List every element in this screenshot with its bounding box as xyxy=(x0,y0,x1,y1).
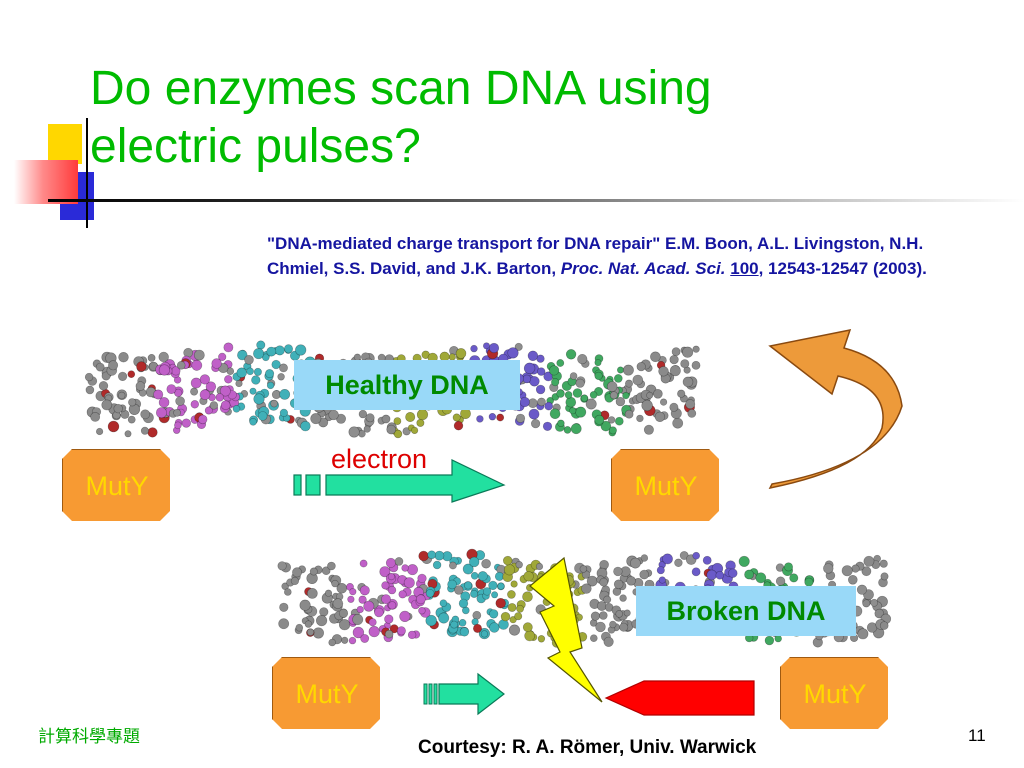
muty-label: MutY xyxy=(634,471,698,501)
return-arrow-red xyxy=(604,680,755,716)
broken-dna-label: Broken DNA xyxy=(636,586,856,636)
title-line-1: Do enzymes scan DNA using xyxy=(90,62,712,115)
muty-box-bottom-right: MutY xyxy=(780,657,888,729)
curved-return-arrow xyxy=(768,329,903,490)
electron-text: electron xyxy=(331,444,428,474)
citation: "DNA-mediated charge transport for DNA r… xyxy=(267,231,987,281)
electron-arrow-bottom xyxy=(423,672,505,716)
citation-journal: Proc. Nat. Acad. Sci. xyxy=(560,259,726,278)
lightning-bolt-icon xyxy=(529,556,603,703)
muty-label: MutY xyxy=(803,679,867,709)
page-number: 11 xyxy=(968,726,986,745)
citation-text: "DNA-mediated charge transport for DNA r… xyxy=(267,234,924,278)
broken-dna-text: Broken DNA xyxy=(666,596,826,626)
muty-label: MutY xyxy=(85,471,149,501)
decor-yellow-square xyxy=(48,124,82,164)
citation-volume: 100 xyxy=(730,259,759,278)
decor-vertical-line xyxy=(86,118,88,228)
electron-label: electron xyxy=(331,444,427,475)
courtesy-credit: Courtesy: R. A. Römer, Univ. Warwick xyxy=(418,737,757,758)
title-underline xyxy=(48,199,1024,202)
broken-dna-molecule xyxy=(277,548,892,648)
footer-course-title: 計算科學專題 xyxy=(38,727,140,746)
muty-box-top-right: MutY xyxy=(611,449,719,521)
healthy-dna-text: Healthy DNA xyxy=(325,370,489,400)
muty-box-top-left: MutY xyxy=(62,449,170,521)
muty-box-bottom-left: MutY xyxy=(272,657,380,729)
decor-red-square xyxy=(14,160,78,204)
slide-title: Do enzymes scan DNA using electric pulse… xyxy=(90,60,890,176)
title-line-2: electric pulses? xyxy=(90,120,421,173)
healthy-dna-label: Healthy DNA xyxy=(294,360,520,410)
citation-pages: , 12543-12547 (2003). xyxy=(758,259,927,278)
electron-arrow-top xyxy=(293,459,506,503)
muty-label: MutY xyxy=(295,679,359,709)
